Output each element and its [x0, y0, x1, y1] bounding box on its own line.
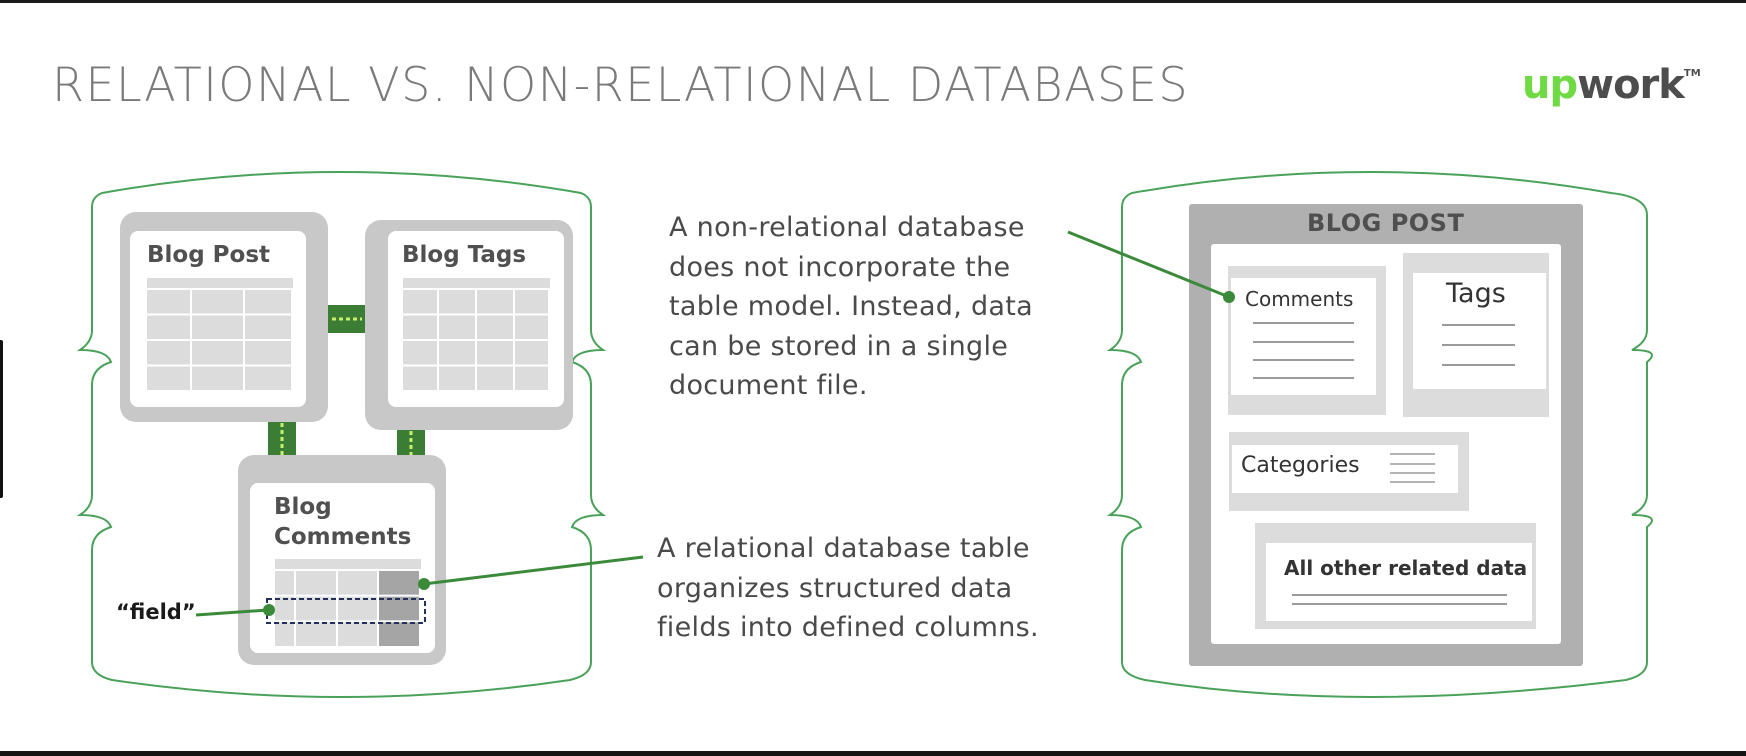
- table-cell: [338, 571, 377, 595]
- table-cell: [403, 290, 437, 314]
- table-cell: [403, 315, 437, 339]
- table-cell: [477, 366, 513, 390]
- field-label: “field”: [116, 600, 196, 624]
- table-blog-tags: [365, 220, 573, 430]
- table-header-strip: [147, 278, 293, 288]
- top-border: [0, 0, 1746, 3]
- table-cell: [403, 341, 437, 365]
- field-leader-line: [195, 608, 269, 617]
- table-cell: [439, 341, 475, 365]
- highlighted-column-cell: [379, 596, 419, 621]
- table-cell: [147, 290, 190, 314]
- relational-database-cylinder: [76, 170, 607, 699]
- table-header-strip: [403, 278, 550, 288]
- callout-line: does not incorporate the: [669, 251, 1011, 283]
- section-label-comments: Comments: [1245, 287, 1354, 311]
- table-cell: [275, 571, 294, 595]
- field-leader-dot: [263, 604, 275, 616]
- table-cell: [245, 315, 291, 339]
- table-cell: [147, 366, 190, 390]
- logo-up: up: [1522, 62, 1578, 108]
- table-cell: [515, 366, 548, 390]
- column-leader-dot: [418, 578, 430, 590]
- table-cell: [439, 366, 475, 390]
- table-cell: [439, 315, 475, 339]
- table-cell: [296, 571, 336, 595]
- callout-line: A relational database table: [657, 533, 1030, 564]
- table-blog-post: [120, 212, 328, 422]
- table-header-strip: [275, 559, 421, 569]
- page-title: RELATIONAL VS. NON-RELATIONAL DATABASES: [52, 58, 1190, 113]
- table-cell: [296, 596, 336, 621]
- table-cell: [147, 315, 190, 339]
- table-cell: [477, 341, 513, 365]
- relationship-connectors: [268, 305, 425, 457]
- callout-line: document file.: [669, 370, 868, 401]
- table-cell: [245, 290, 291, 314]
- table-cell: [439, 290, 475, 314]
- bottom-border: [0, 751, 1746, 756]
- table-cell: [192, 315, 243, 339]
- highlighted-column-cell: [379, 571, 419, 595]
- logo-trademark: TM: [1683, 68, 1701, 79]
- side-tab: [0, 340, 3, 498]
- table-title-blog-post: Blog Post: [147, 242, 271, 268]
- table-cell: [275, 622, 294, 646]
- table-cell: [275, 596, 294, 621]
- document-blog-post: [1189, 204, 1583, 666]
- callout-line: table model. Instead, data: [669, 291, 1034, 322]
- table-cell: [515, 315, 548, 339]
- callout-line: fields into defined columns.: [657, 612, 1039, 643]
- callout-line: A non-relational database: [669, 212, 1025, 243]
- non-relational-callout: A non-relational database does not incor…: [669, 208, 1033, 406]
- table-blog-comments: [238, 455, 446, 665]
- table-cell: [245, 366, 291, 390]
- table-cell: [245, 341, 291, 365]
- callout-line: can be stored in a single: [669, 330, 1009, 362]
- section-label-categories: Categories: [1241, 453, 1360, 478]
- upwork-logo: upworkTM: [1522, 62, 1701, 108]
- comments-leader-line: [1067, 230, 1230, 299]
- non-relational-database-cylinder: [1106, 170, 1653, 699]
- table-title-blog-comments-line1: Blog: [274, 494, 332, 520]
- table-title-blog-comments-line2: Comments: [274, 524, 412, 550]
- table-cell: [403, 366, 437, 390]
- table-cell: [192, 290, 243, 314]
- table-cell: [296, 622, 336, 646]
- table-cell: [338, 596, 377, 621]
- column-leader-line: [423, 555, 644, 586]
- table-cell: [477, 290, 513, 314]
- table-cell: [338, 622, 377, 646]
- table-cell: [192, 366, 243, 390]
- comments-leader-dot: [1223, 291, 1235, 303]
- section-label-tags: Tags: [1446, 278, 1506, 309]
- callout-line: organizes structured data: [657, 572, 1013, 604]
- logo-work: work: [1577, 62, 1685, 108]
- table-cell: [515, 341, 548, 365]
- highlighted-column-cell: [379, 622, 419, 646]
- section-label-all-other: All other related data: [1284, 556, 1528, 580]
- table-cell: [147, 341, 190, 365]
- table-cell: [192, 341, 243, 365]
- table-title-blog-tags: Blog Tags: [402, 242, 527, 268]
- table-cell: [477, 315, 513, 339]
- relational-callout: A relational database table organizes st…: [657, 529, 1039, 648]
- table-cell: [515, 290, 548, 314]
- document-title: BLOG POST: [1307, 209, 1465, 237]
